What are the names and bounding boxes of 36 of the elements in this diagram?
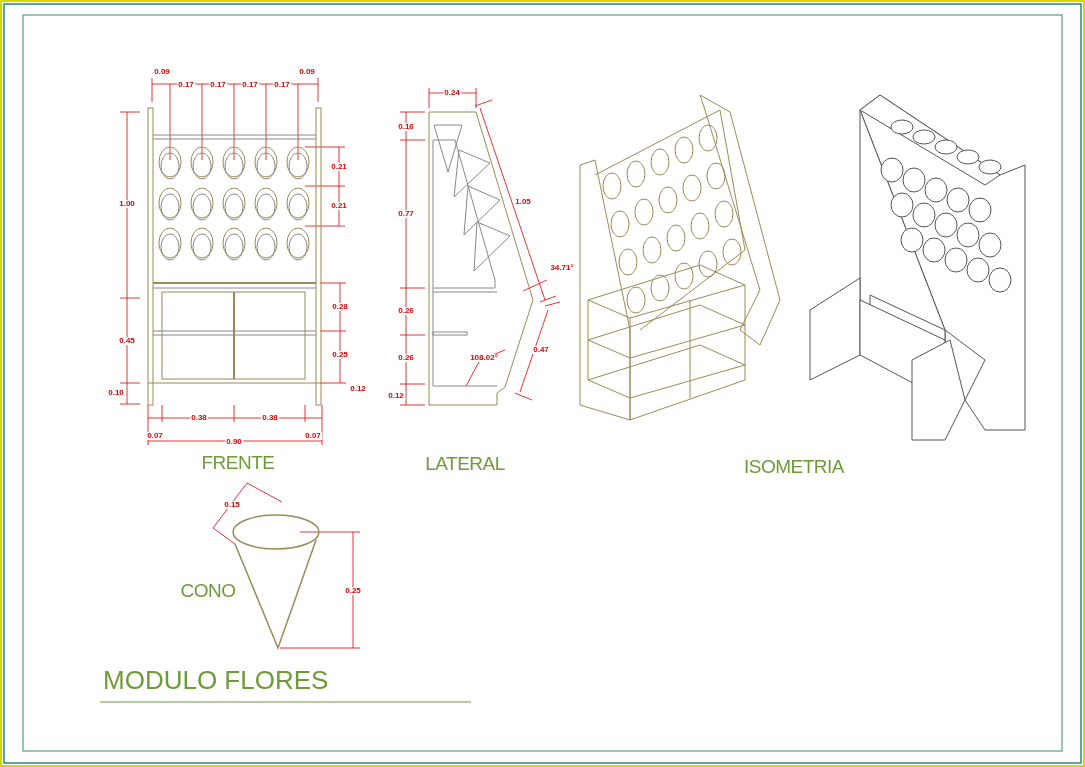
dimension-value: 1.05 — [514, 198, 532, 206]
dimension-value: 0.07 — [146, 432, 164, 440]
dimension-value: 0.45 — [118, 337, 136, 345]
dimension-value: 0.09 — [153, 68, 171, 76]
dimension-value: 0.38 — [190, 414, 208, 422]
dimension-value: 0.25 — [344, 587, 362, 595]
dimension-value: 108.02° — [469, 354, 499, 362]
view-title: ISOMETRIA — [744, 456, 844, 476]
dimension-value: 0.12 — [349, 385, 367, 393]
dimension-value: 0.28 — [331, 303, 349, 311]
dimension-value: 0.07 — [304, 432, 322, 440]
dimension-value: 0.47 — [532, 346, 550, 354]
dimension-value: 0.90 — [225, 438, 243, 446]
dimension-value: 0.17 — [209, 81, 227, 89]
dimension-value: 0.15 — [223, 501, 241, 509]
dimension-value: 0.25 — [331, 351, 349, 359]
view-title: CONO — [180, 580, 236, 600]
dimension-value: 0.16 — [397, 123, 415, 131]
view-title: FRENTE — [201, 452, 275, 472]
dimension-value: 0.17 — [177, 81, 195, 89]
dimension-value: 34.71° — [549, 264, 575, 272]
dimension-value: 1.00 — [118, 200, 136, 208]
view-title: LATERAL — [425, 453, 505, 473]
dimension-value: 0.21 — [330, 202, 348, 210]
dimension-value: 0.12 — [387, 392, 405, 400]
dimension-value: 0.26 — [397, 354, 415, 362]
dimension-value: 0.26 — [397, 307, 415, 315]
dimension-value: 0.10 — [107, 389, 125, 397]
dimension-value: 0.24 — [443, 89, 461, 97]
dimension-value: 0.17 — [241, 81, 259, 89]
dimension-value: 0.21 — [330, 163, 348, 171]
drawing-title: MODULO FLORES — [103, 667, 329, 693]
dimension-value: 0.38 — [261, 414, 279, 422]
dimension-value: 0.09 — [298, 68, 316, 76]
dimension-value: 0.17 — [273, 81, 291, 89]
dimension-value: 0.77 — [397, 210, 415, 218]
